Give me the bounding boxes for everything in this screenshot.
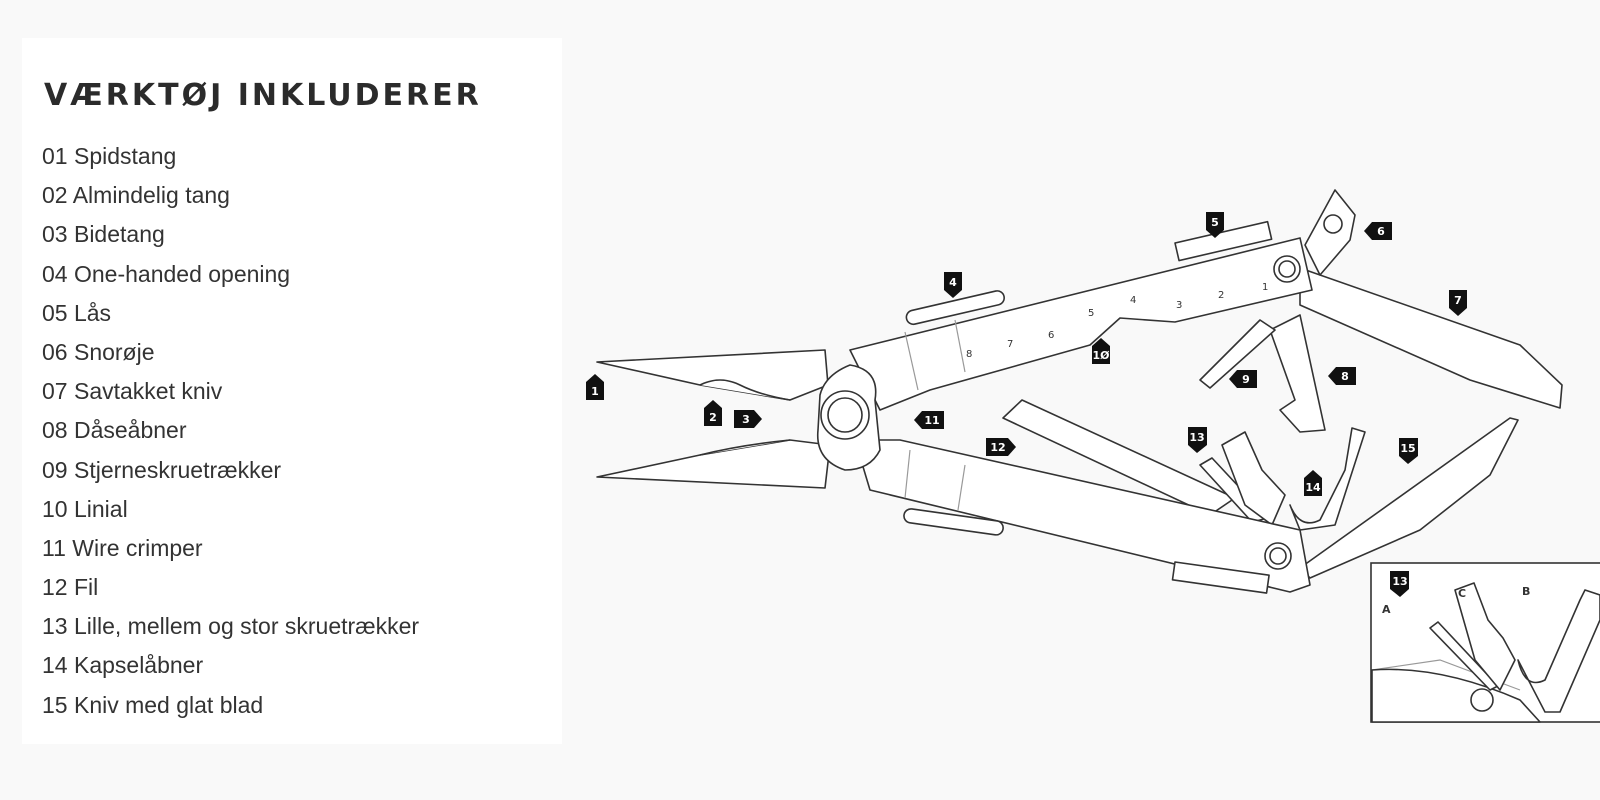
tag-4: 4 (944, 272, 962, 298)
tag-11: 11 (914, 411, 944, 429)
can-opener (1269, 314, 1326, 433)
tag-8: 8 (1328, 367, 1356, 385)
svg-text:7: 7 (1454, 294, 1462, 307)
svg-text:15: 15 (1400, 442, 1415, 455)
list-item: 12 Fil (42, 574, 99, 601)
svg-text:5: 5 (1211, 216, 1219, 229)
svg-text:6: 6 (1377, 225, 1385, 238)
list-item: 10 Linial (42, 495, 128, 522)
tag-9: 9 (1229, 370, 1257, 388)
ruler-mark: 7 (1007, 339, 1013, 350)
plain-knife (1299, 417, 1519, 579)
list-item: 15 Kniv med glat blad (42, 691, 264, 718)
tool-list: 01 Spidstang 02 Almindelig tang 03 Bidet… (42, 137, 419, 725)
ruler-mark: 2 (1218, 290, 1224, 301)
phillips-screwdriver (1199, 319, 1276, 389)
list-item: 06 Snorøje (42, 338, 155, 365)
legend-panel (22, 38, 562, 744)
ruler-mark: 4 (1130, 295, 1136, 306)
tag-2: 2 (704, 400, 722, 426)
legend-title: VÆRKTØJ INKLUDERER (44, 78, 482, 113)
tag-14: 14 (1304, 470, 1322, 496)
list-item: 13 Lille, mellem og stor skruetrækker (42, 613, 420, 640)
list-item: 07 Savtakket kniv (42, 378, 223, 405)
list-item: 01 Spidstang (42, 143, 177, 169)
ruler-mark: 1 (1262, 282, 1268, 293)
tag-15: 15 (1399, 438, 1418, 464)
inset-label-c: C (1458, 587, 1466, 600)
svg-text:3: 3 (742, 413, 750, 426)
tag-13: 13 (1188, 427, 1207, 453)
tag-7: 7 (1449, 290, 1467, 316)
list-item: 03 Bidetang (42, 221, 165, 248)
ruler-mark: 3 (1176, 300, 1182, 311)
svg-text:8: 8 (1341, 370, 1349, 383)
lower-handle (854, 439, 1311, 593)
upper-handle (849, 237, 1313, 411)
svg-text:4: 4 (949, 276, 957, 289)
list-item: 04 One-handed opening (42, 260, 291, 287)
list-item: 08 Dåseåbner (42, 417, 187, 444)
needle-nose-jaw-lower (596, 439, 831, 489)
list-item: 05 Lås (42, 299, 112, 326)
inset-label-a: A (1382, 603, 1391, 616)
tag-1: 1 (586, 374, 604, 400)
bottle-opener (1289, 427, 1366, 531)
tag-3: 3 (734, 410, 762, 428)
list-item: 09 Stjerneskruetrækker (42, 456, 282, 483)
screwdriver-medium (1221, 431, 1286, 526)
tag-12: 12 (986, 438, 1016, 456)
svg-text:1Ø: 1Ø (1092, 349, 1110, 362)
list-item: 02 Almindelig tang (42, 182, 230, 209)
svg-text:1: 1 (591, 385, 599, 398)
svg-text:13: 13 (1392, 575, 1407, 588)
ruler-mark: 5 (1088, 308, 1094, 319)
tag-6: 6 (1364, 222, 1392, 240)
svg-text:9: 9 (1242, 373, 1250, 386)
svg-text:13: 13 (1189, 431, 1204, 444)
screwdriver-inset: 13 A B C (1370, 562, 1600, 723)
list-item: 11 Wire crimper (42, 534, 203, 561)
needle-nose-jaw-upper (596, 349, 829, 401)
svg-text:2: 2 (709, 411, 717, 424)
inset-label-b: B (1522, 585, 1530, 598)
svg-text:14: 14 (1305, 481, 1321, 494)
svg-text:12: 12 (990, 441, 1005, 454)
tag-5: 5 (1206, 212, 1224, 238)
ruler-mark: 6 (1048, 330, 1054, 341)
list-item: 14 Kapselåbner (42, 652, 204, 679)
svg-text:11: 11 (924, 414, 939, 427)
ruler-mark: 8 (966, 349, 972, 360)
tag-10: 1Ø (1092, 338, 1110, 364)
serrated-knife (1299, 267, 1563, 409)
